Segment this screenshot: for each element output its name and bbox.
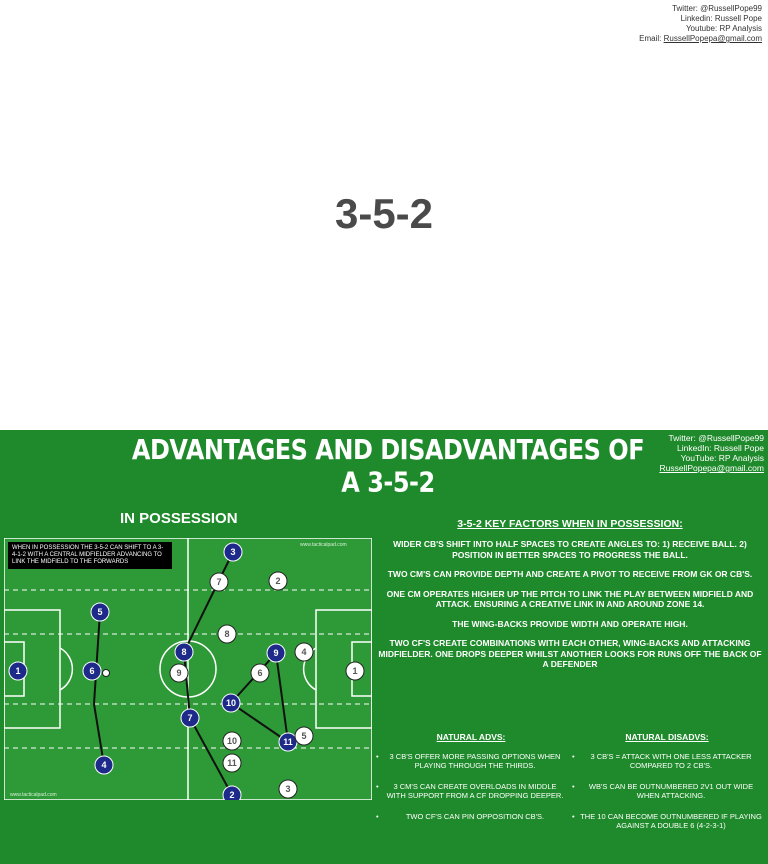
key-factor: TWO CM'S CAN PROVIDE DEPTH AND CREATE A … (387, 569, 753, 579)
top-email-label: Email: (639, 34, 662, 43)
svg-text:3: 3 (230, 547, 235, 557)
main-title: 3-5-2 (334, 190, 434, 237)
key-factor: WIDER CB'S SHIFT INTO HALF SPACES TO CRE… (393, 539, 747, 560)
white-player-3: 3 (278, 779, 298, 799)
tactics-pitch: 1 5 6 4 8 7 3 2 9 10 11 1 7 2 8 9 4 (4, 538, 372, 800)
advantage-item: TWO CF'S CAN PIN OPPOSITION CB'S. (376, 812, 566, 821)
white-player-8: 8 (217, 624, 237, 644)
blue-player-10: 10 (221, 693, 241, 713)
blue-player-11: 11 (278, 732, 298, 752)
disadvantage-item: WB'S CAN BE OUTNUMBERED 2V1 OUT WIDE WHE… (572, 782, 762, 800)
svg-text:6: 6 (257, 668, 262, 678)
white-team: 1 7 2 8 9 4 6 10 5 11 3 (169, 571, 365, 799)
svg-text:9: 9 (273, 648, 278, 658)
svg-text:11: 11 (227, 758, 237, 768)
svg-text:7: 7 (216, 577, 221, 587)
blue-player-3: 3 (223, 542, 243, 562)
ball-icon (102, 669, 110, 677)
top-linkedin: Linkedin: Russell Pope (680, 14, 762, 23)
blue-player-1: 1 (8, 661, 28, 681)
disadvantages-title: NATURAL DISADVS: (625, 732, 709, 742)
advantages-title: NATURAL ADVS: (436, 732, 506, 742)
top-email-link[interactable]: RussellPopepa@gmail.com (663, 34, 762, 43)
disadvantages-list: 3 CB'S = ATTACK WITH ONE LESS ATTACKER C… (572, 752, 762, 830)
advantages-column: NATURAL ADVS: 3 CB'S OFFER MORE PASSING … (376, 732, 566, 833)
white-player-1: 1 (345, 661, 365, 681)
slide: ADVANTAGES AND DISADVANTAGES OF A 3-5-2 … (0, 430, 768, 864)
slide-linkedin: LinkedIn: Russell Pope (677, 443, 764, 453)
blue-player-9: 9 (266, 643, 286, 663)
blue-player-4: 4 (94, 755, 114, 775)
svg-text:2: 2 (229, 790, 234, 800)
key-factors-title: 3-5-2 KEY FACTORS WHEN IN POSSESSION: (457, 518, 683, 530)
blue-team: 1 5 6 4 8 7 3 2 9 10 11 (8, 542, 298, 800)
blue-player-5: 5 (90, 602, 110, 622)
advantage-item: 3 CB'S OFFER MORE PASSING OPTIONS WHEN P… (376, 752, 566, 770)
svg-text:9: 9 (176, 668, 181, 678)
svg-text:8: 8 (224, 629, 229, 639)
svg-text:5: 5 (97, 607, 102, 617)
top-email-line: Email: RussellPopepa@gmail.com (562, 34, 762, 44)
disadvantages-column: NATURAL DISADVS: 3 CB'S = ATTACK WITH ON… (572, 732, 762, 842)
white-player-10: 10 (222, 731, 242, 751)
svg-text:3: 3 (285, 784, 290, 794)
pitch-note-bottom: www.tacticalpad.com (10, 792, 57, 798)
blue-player-6: 6 (82, 661, 102, 681)
svg-text:1: 1 (15, 666, 20, 676)
white-player-4: 4 (294, 642, 314, 662)
white-player-7: 7 (209, 572, 229, 592)
svg-text:11: 11 (283, 737, 293, 747)
svg-text:10: 10 (226, 698, 236, 708)
blue-player-8: 8 (174, 642, 194, 662)
white-player-11: 11 (222, 753, 242, 773)
blue-player-7: 7 (180, 708, 200, 728)
key-factor: THE WING-BACKS PROVIDE WIDTH AND OPERATE… (452, 618, 688, 629)
svg-text:8: 8 (181, 647, 186, 657)
svg-text:2: 2 (275, 576, 280, 586)
advantages-list: 3 CB'S OFFER MORE PASSING OPTIONS WHEN P… (376, 752, 566, 821)
white-player-6: 6 (250, 663, 270, 683)
disadvantage-item: 3 CB'S = ATTACK WITH ONE LESS ATTACKER C… (572, 752, 762, 770)
white-player-9: 9 (169, 663, 189, 683)
pitch-callout: WHEN IN POSSESSION THE 3-5-2 CAN SHIFT T… (8, 542, 172, 569)
key-factors-panel: 3-5-2 KEY FACTORS WHEN IN POSSESSION: WI… (376, 518, 764, 670)
top-youtube: Youtube: RP Analysis (685, 24, 762, 33)
slide-email-link[interactable]: RussellPopepa@gmail.com (659, 463, 764, 473)
svg-text:7: 7 (187, 713, 192, 723)
svg-text:10: 10 (227, 736, 237, 746)
disadvantage-item: THE 10 CAN BECOME OUTNUMBERED IF PLAYING… (572, 812, 762, 830)
pitch-diagram: 1 5 6 4 8 7 3 2 9 10 11 1 7 2 8 9 4 (4, 538, 372, 800)
white-player-5: 5 (294, 726, 314, 746)
slide-youtube: YouTube: RP Analysis (680, 453, 764, 463)
svg-text:1: 1 (352, 666, 357, 676)
advantage-item: 3 CM'S CAN CREATE OVERLOADS IN MIDDLE WI… (376, 782, 566, 800)
top-twitter: Twitter: @RussellPope99 (672, 4, 762, 13)
slide-title: ADVANTAGES AND DISADVANTAGES OF A 3-5-2 (131, 433, 645, 499)
white-player-2: 2 (268, 571, 288, 591)
svg-text:5: 5 (301, 731, 306, 741)
section-heading: IN POSSESSION (120, 510, 238, 527)
svg-text:4: 4 (301, 647, 306, 657)
svg-text:4: 4 (101, 760, 106, 770)
slide-contact-block: Twitter: @RussellPope99 LinkedIn: Russel… (624, 433, 764, 473)
top-contact-block: Twitter: @RussellPope99 Linkedin: Russel… (562, 4, 762, 44)
pitch-note-top: www.tacticalpad.com (300, 542, 347, 548)
blue-player-2: 2 (222, 785, 242, 800)
key-factor: TWO CF'S CREATE COMBINATIONS WITH EACH O… (378, 638, 762, 669)
key-factor: ONE CM OPERATES HIGHER UP THE PITCH TO L… (386, 588, 754, 610)
slide-twitter: Twitter: @RussellPope99 (668, 433, 764, 443)
svg-text:6: 6 (89, 666, 94, 676)
